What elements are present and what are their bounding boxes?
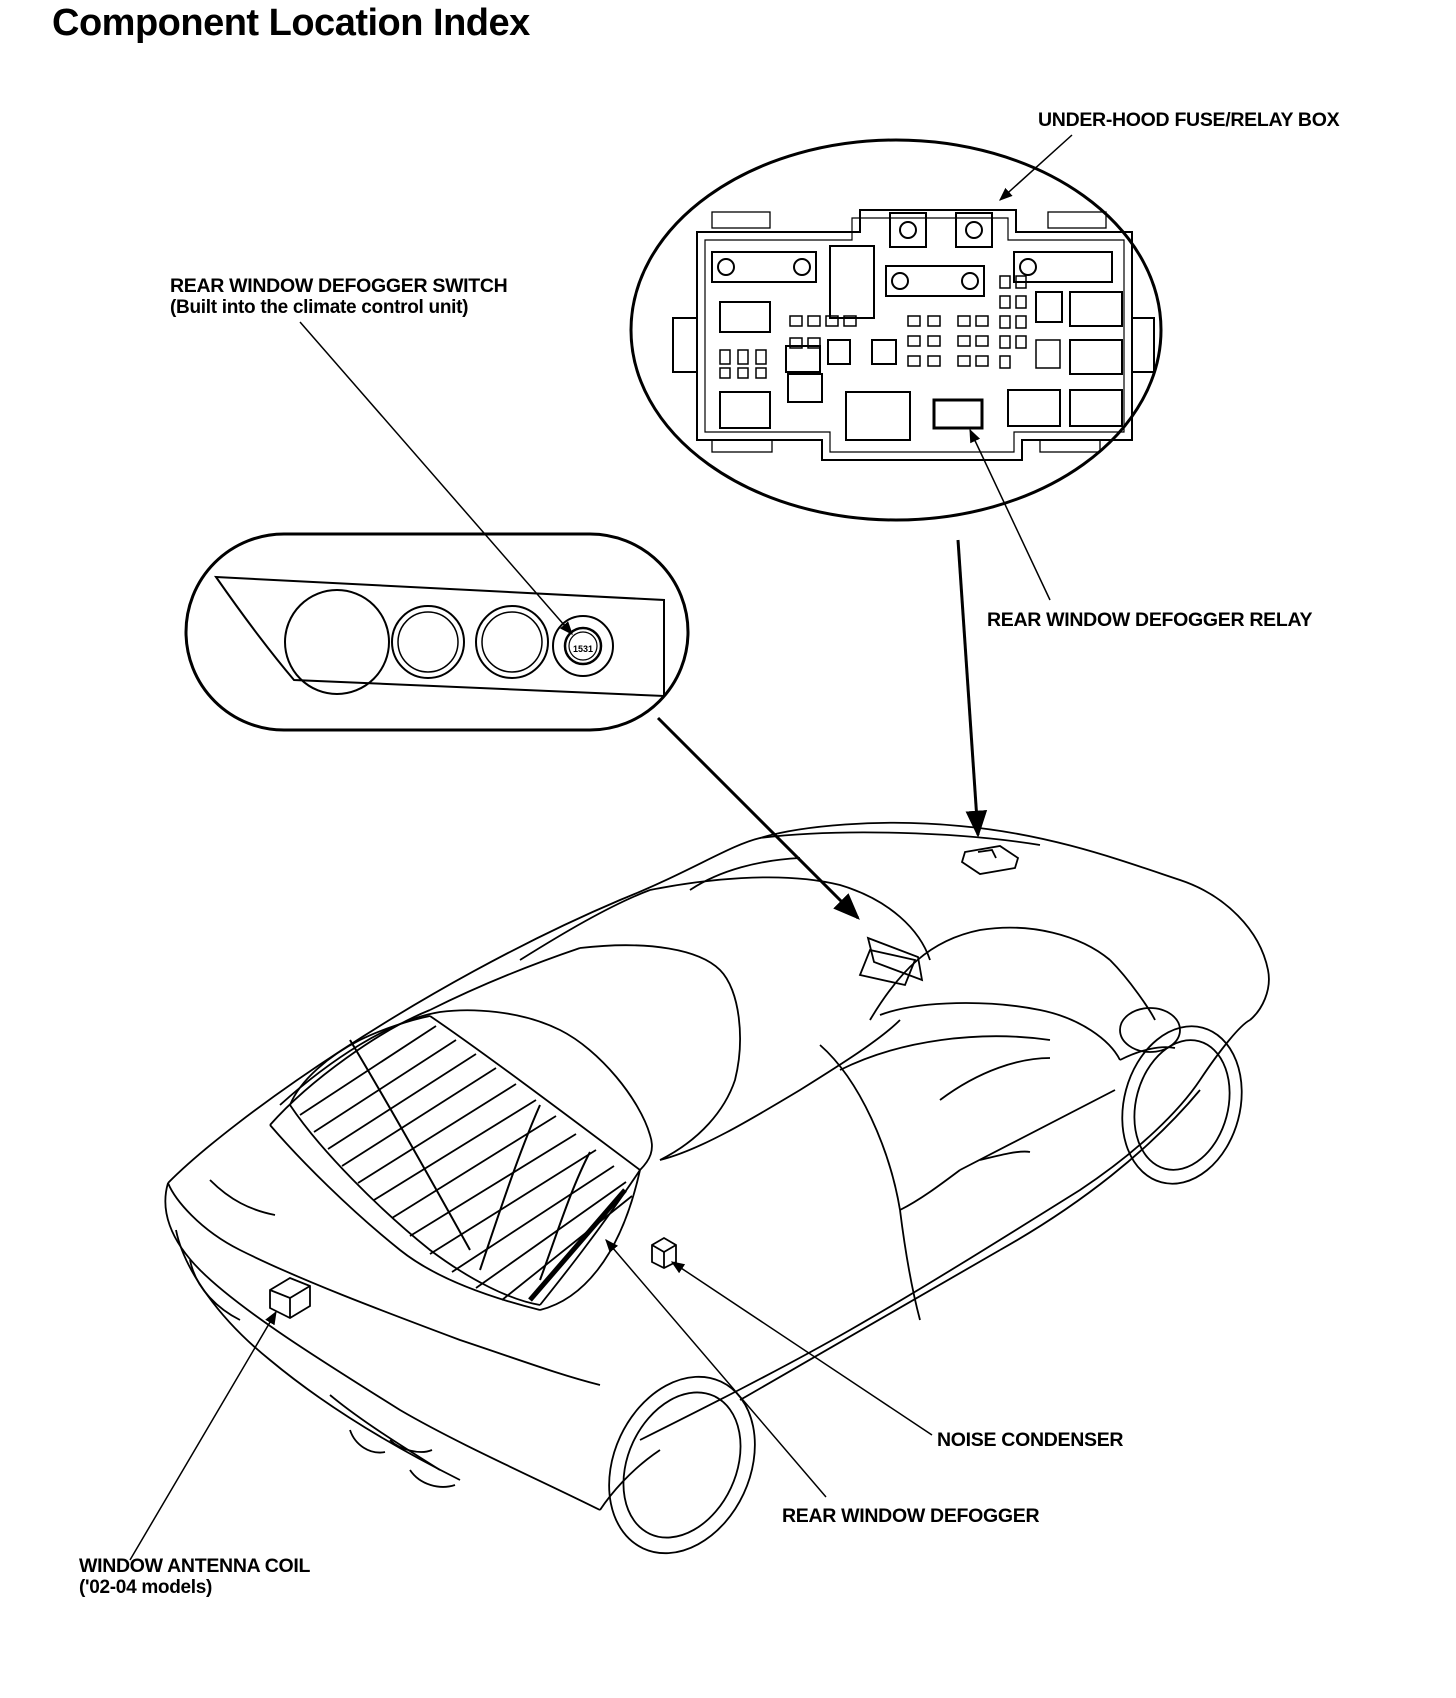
page-title: Component Location Index [52, 2, 530, 44]
hood-fuse-box-marker [960, 845, 1020, 875]
rear-defogger-switch[interactable]: 1531 [552, 615, 614, 677]
car-illustration [164, 821, 1270, 1555]
label-under-hood-fuse-relay-box: UNDER-HOOD FUSE/RELAY BOX [1038, 109, 1340, 131]
fuse-relay-box-inset [629, 138, 1163, 522]
label-window-antenna-coil: WINDOW ANTENNA COIL ('02-04 models) [79, 1555, 311, 1599]
label-rear-window-defogger: REAR WINDOW DEFOGGER [782, 1505, 1040, 1527]
label-antenna-title: WINDOW ANTENNA COIL [79, 1555, 311, 1577]
label-rear-window-defogger-switch: REAR WINDOW DEFOGGER SWITCH (Built into … [170, 275, 508, 319]
antenna-coil-marker [269, 1276, 311, 1320]
dash-climate-unit-marker [866, 936, 924, 982]
climate-control-inset: 1531 [184, 532, 690, 732]
noise-condenser-marker [651, 1236, 677, 1270]
rear-window-defogger-grid [289, 1015, 641, 1306]
label-switch-subtitle: (Built into the climate control unit) [170, 297, 469, 318]
label-switch-title: REAR WINDOW DEFOGGER SWITCH [170, 275, 508, 297]
svg-text:1531: 1531 [573, 644, 593, 654]
label-antenna-subtitle: ('02-04 models) [79, 1577, 213, 1598]
label-noise-condenser: NOISE CONDENSER [937, 1429, 1124, 1451]
label-rear-window-defogger-relay: REAR WINDOW DEFOGGER RELAY [987, 609, 1313, 631]
fuse-relay-box-illustration [672, 209, 1155, 461]
leader-lines [129, 134, 1073, 1561]
